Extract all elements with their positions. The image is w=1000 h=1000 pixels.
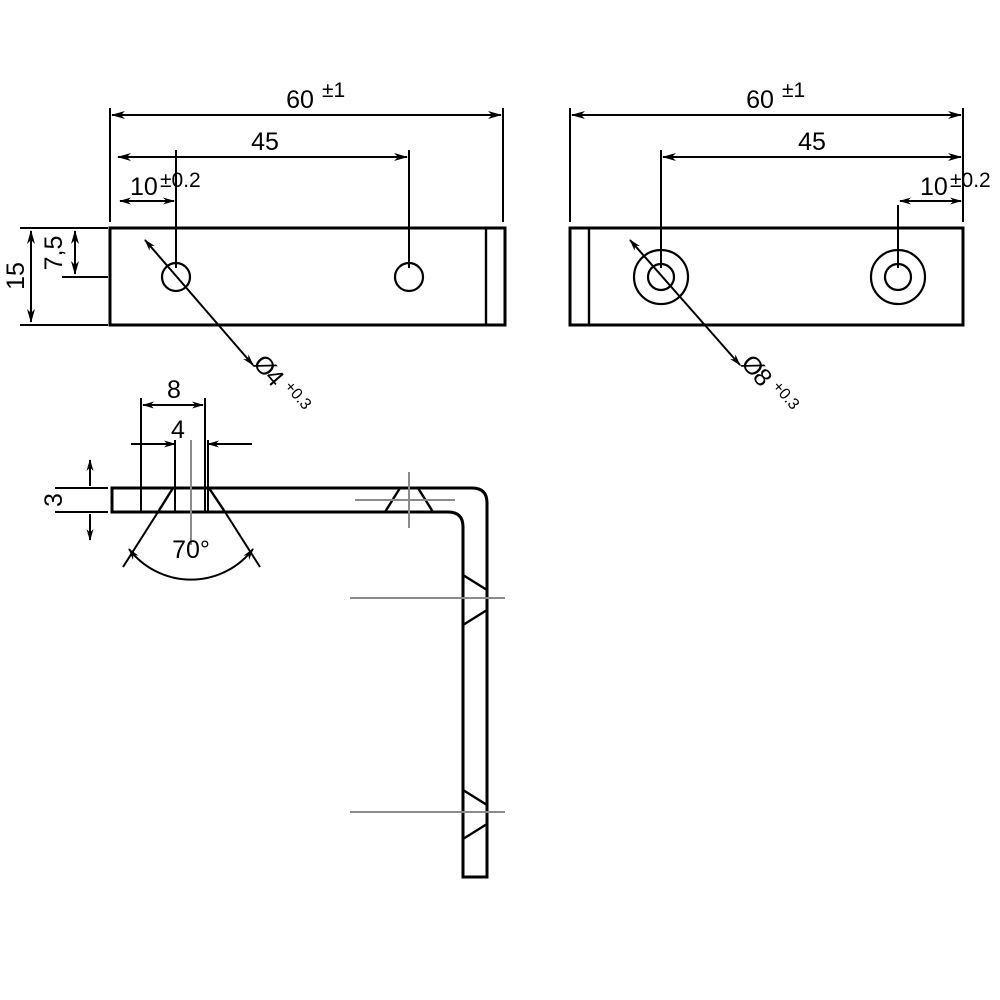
side-view-inner-profile (110, 510, 465, 879)
side-view-vert-notch2-upper-flank (461, 788, 489, 807)
rear-hole-callout-tolerance: +0.3 (769, 378, 803, 413)
front-dim15-value: 15 (2, 262, 30, 290)
front-dim60-tolerance: ±1 (322, 79, 345, 102)
rear-dim60-tolerance: ±1 (782, 79, 805, 102)
front-dim10-tolerance: ±0.2 (160, 169, 201, 192)
side-angle-ext-right (224, 511, 261, 568)
side-view-vert-notch-upper-flank (461, 573, 489, 592)
front-hole-callout-tolerance: +0.3 (281, 378, 315, 413)
side-angle-value: 70° (172, 536, 210, 564)
rear-hole-callout-text-group: Ø 8 +0.3 (735, 350, 803, 414)
front-view-group: 60 ±1 45 10 ±0.2 15 7,5 Ø (2, 79, 507, 414)
rear-hole-callout-leader (629, 239, 741, 366)
side-dim3-value: 3 (40, 493, 68, 507)
rear-view-body-outline (568, 226, 965, 327)
rear-dim10-tolerance: ±0.2 (950, 169, 991, 192)
side-dim4-value: 4 (171, 416, 185, 444)
side-view-notch-left-flank (156, 486, 175, 514)
front-dim10-value: 10 (130, 173, 158, 201)
front-view-body-outline (108, 226, 507, 327)
front-hole-callout-text-group: Ø 4 +0.3 (247, 350, 315, 414)
side-dim8-value: 8 (167, 376, 181, 404)
side-angle-ext-left (122, 511, 159, 568)
side-view-group: 8 4 3 70° (40, 376, 505, 879)
front-dim75-value: 7,5 (40, 236, 68, 271)
front-hole-callout-leader (144, 239, 254, 366)
rear-dim60-value: 60 (746, 86, 774, 114)
rear-dim45-value: 45 (798, 128, 826, 156)
side-view-vert-notch-lower-flank (461, 608, 489, 627)
front-dim45-value: 45 (251, 128, 279, 156)
side-angle-arc (128, 548, 254, 581)
side-view-vert-notch2-lower-flank (461, 822, 489, 841)
side-view-outer-profile (110, 486, 489, 879)
side-view-notch-right-flank (207, 486, 227, 514)
front-dim60-value: 60 (286, 86, 314, 114)
rear-view-group: 60 ±1 45 10 ±0.2 Ø 8 +0.3 (568, 79, 991, 414)
rear-dim10-value: 10 (920, 173, 948, 201)
